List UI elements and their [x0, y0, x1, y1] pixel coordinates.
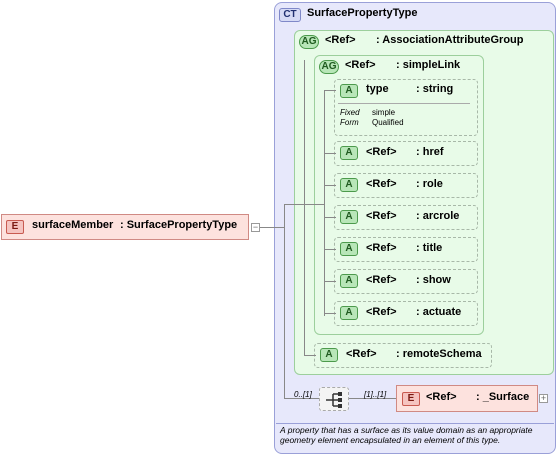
sequence-connector: [284, 398, 320, 399]
type-attribute-divider: [338, 103, 470, 104]
attribute-tag-title: A: [340, 242, 358, 256]
attribute-connector-title: [324, 249, 336, 250]
surface-element-tag: E: [402, 392, 420, 406]
fixed-value: simple: [372, 108, 396, 117]
attribute-group-inner-name: : simpleLink: [396, 59, 461, 71]
form-label: Form: [340, 118, 359, 127]
attribute-box-role: [334, 173, 478, 198]
attribute-tag-arcrole: A: [340, 210, 358, 224]
form-value: Qualified: [372, 118, 404, 127]
attribute-ref-show: <Ref>: [366, 274, 397, 286]
attribute-connector-actuate: [324, 313, 336, 314]
outer-group-connector-horizontal: [284, 204, 304, 205]
sequence-icon: [326, 392, 342, 408]
root-element-name: surfaceMember: [32, 219, 114, 231]
attribute-box-title: [334, 237, 478, 262]
sequence-child-occurs: [1]..[1]: [364, 390, 387, 399]
sequence-min-occurs: 0..[1]: [294, 390, 312, 399]
attribute-group-inner-tag: AG: [319, 60, 339, 74]
remote-schema-tag: A: [320, 348, 338, 362]
attribute-tag-href: A: [340, 146, 358, 160]
attribute-group-outer-ref: <Ref>: [325, 34, 356, 46]
attribute-name-role: : role: [416, 178, 443, 190]
root-element-collapse-icon[interactable]: −: [251, 222, 260, 232]
sequence-compositor[interactable]: [319, 387, 349, 411]
complex-type-name: SurfacePropertyType: [307, 7, 418, 19]
surface-element-ref: <Ref>: [426, 391, 457, 403]
outer-group-connector-vertical: [304, 60, 305, 356]
remote-schema-box: [314, 343, 492, 368]
inner-group-connector-horizontal: [314, 204, 324, 205]
root-element-tag: E: [6, 220, 24, 234]
outer-group-to-inner-connector: [304, 204, 314, 205]
attribute-name-href: : href: [416, 146, 444, 158]
attribute-group-outer-name: : AssociationAttributeGroup: [376, 34, 524, 46]
type-attribute-type: : string: [416, 83, 454, 95]
root-element-box: [1, 214, 249, 240]
type-attribute-name: type: [366, 83, 389, 95]
sequence-to-surface-connector: [349, 398, 396, 399]
description-divider: [276, 423, 554, 424]
attribute-connector-href: [324, 153, 336, 154]
attribute-ref-href: <Ref>: [366, 146, 397, 158]
attribute-ref-actuate: <Ref>: [366, 306, 397, 318]
attribute-tag-actuate: A: [340, 306, 358, 320]
surface-element-name: : _Surface: [476, 391, 530, 403]
attribute-connector-arcrole: [324, 217, 336, 218]
attribute-ref-role: <Ref>: [366, 178, 397, 190]
remote-schema-ref: <Ref>: [346, 348, 377, 360]
attribute-ref-arcrole: <Ref>: [366, 210, 397, 222]
remote-schema-name: : remoteSchema: [396, 348, 482, 360]
attribute-name-actuate: : actuate: [416, 306, 462, 318]
inner-group-connector-vertical: [324, 90, 325, 316]
attribute-name-arcrole: : arcrole: [416, 210, 460, 222]
surface-element-expand-icon[interactable]: +: [539, 393, 548, 403]
fixed-label: Fixed: [340, 108, 360, 117]
attribute-connector-show: [324, 281, 336, 282]
root-element-type: : SurfacePropertyType: [120, 219, 238, 231]
attribute-box-actuate: [334, 301, 478, 326]
attribute-tag-role: A: [340, 178, 358, 192]
type-attribute-tag: A: [340, 84, 358, 98]
attribute-name-title: : title: [416, 242, 443, 254]
root-to-type-connector: [260, 227, 284, 228]
complex-type-tag: CT: [279, 8, 301, 22]
description-text: A property that has a surface as its val…: [280, 425, 533, 445]
type-attribute-connector: [324, 90, 336, 91]
attribute-name-show: : show: [416, 274, 451, 286]
attribute-group-inner-ref: <Ref>: [345, 59, 376, 71]
attribute-tag-show: A: [340, 274, 358, 288]
remote-schema-connector: [304, 355, 316, 356]
type-attribute-box: [334, 79, 478, 136]
attribute-box-href: [334, 141, 478, 166]
attribute-ref-title: <Ref>: [366, 242, 397, 254]
attribute-group-outer-tag: AG: [299, 35, 319, 49]
type-trunk-connector: [284, 204, 285, 398]
attribute-connector-role: [324, 185, 336, 186]
